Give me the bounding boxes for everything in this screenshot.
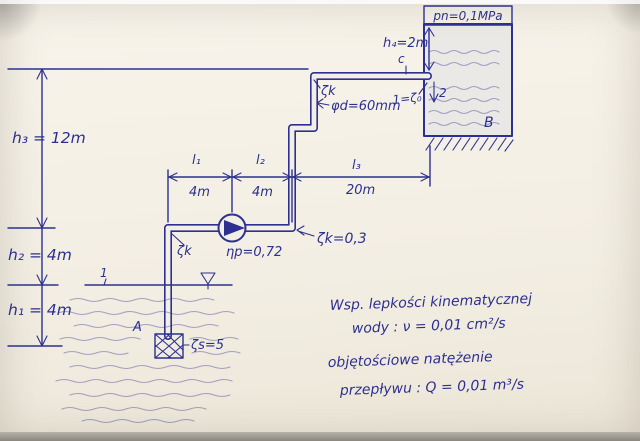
pipe-run	[164, 72, 432, 340]
note-viscosity-2: wody : ν = 0,01 cm²/s	[352, 316, 506, 337]
photo-edge-bottom	[0, 432, 640, 441]
note-viscosity-1: Wsp. lepkości kinematycznej	[330, 291, 533, 314]
dimension-arrowheads	[36, 68, 48, 347]
l3-value: 20m	[346, 183, 375, 198]
l1-value: 4m	[189, 185, 210, 200]
water-level-symbol	[200, 272, 216, 290]
dimension-lines	[7, 68, 309, 347]
l3-label: l₃	[352, 158, 361, 173]
elbow-loss-leader	[296, 225, 315, 237]
photo-edge-top	[0, 0, 640, 4]
notes-block: Wsp. lepkości kinematycznej wody : ν = 0…	[328, 291, 533, 399]
note-flowrate-2: przepływu : Q = 0,01 m³/s	[339, 377, 525, 399]
diameter-label: φd=60mm	[331, 99, 401, 114]
inlet-loss-leader	[418, 82, 428, 95]
tank-b-outline	[423, 23, 513, 137]
pipe-labels: ζk φd=60mm ζk=0,3 ζk	[171, 79, 401, 259]
elbow-top-leader	[313, 79, 321, 89]
h4-arrowheads	[423, 27, 435, 71]
note-flowrate-1: objętościowe natężenie	[328, 349, 493, 371]
ground-hatch	[425, 137, 514, 152]
inlet-loss-label: 1=ζ₀	[392, 90, 423, 107]
tank-b	[423, 5, 513, 137]
l2-value: 4m	[252, 185, 273, 200]
h1-label: h₁ = 4m	[8, 301, 72, 319]
point-c-label: c	[398, 52, 405, 66]
tank-dimensions: h₄=2m c 2 1=ζ₀	[383, 27, 447, 107]
h4-label: h₄=2m	[383, 36, 428, 51]
point-1-label: 1	[100, 266, 108, 280]
tank-b-details: pn=0,1MPa B	[425, 9, 514, 152]
strainer-box	[154, 333, 184, 359]
point-2-arrow	[429, 81, 439, 103]
pump: ηp=0,72	[217, 213, 282, 260]
length-dimensions: l₁ l₂ l₃ 4m 4m 20m	[167, 145, 431, 223]
l2-label: l₂	[256, 153, 265, 168]
h2-label: h₂ = 4m	[8, 246, 72, 264]
tank-b-label: B	[484, 115, 494, 131]
pressure-label-box	[423, 5, 513, 26]
point-1-tick	[103, 278, 107, 286]
elbow-top-label: ζk	[320, 84, 336, 99]
reservoir-a: 1 A ζs=5	[55, 266, 241, 424]
elbow-loss-label: ζk=0,3	[316, 231, 367, 247]
diameter-leader	[316, 98, 330, 109]
elbow-left-leader	[171, 233, 185, 246]
strainer-crosshatch	[154, 333, 184, 359]
pump-triangle-icon	[224, 220, 245, 236]
h3-label: h₃ = 12m	[12, 129, 86, 147]
pressure-label: pn=0,1MPa	[432, 9, 502, 23]
tank-water-waves	[428, 49, 500, 127]
reservoir-a-label: A	[132, 320, 142, 335]
reservoir-water-waves	[55, 297, 241, 424]
length-dim-arrowheads	[168, 172, 430, 182]
strainer-loss-label: ζs=5	[190, 338, 224, 353]
l1-label: l₁	[192, 153, 201, 168]
left-dimension-chain: h₃ = 12m h₂ = 4m h₁ = 4m	[7, 68, 309, 347]
pump-efficiency-label: ηp=0,72	[226, 245, 282, 260]
pipe-inner	[165, 73, 431, 339]
elbow-left-label: ζk	[176, 244, 192, 259]
point-2-label: 2	[439, 86, 447, 100]
length-dim-lines	[167, 145, 431, 223]
